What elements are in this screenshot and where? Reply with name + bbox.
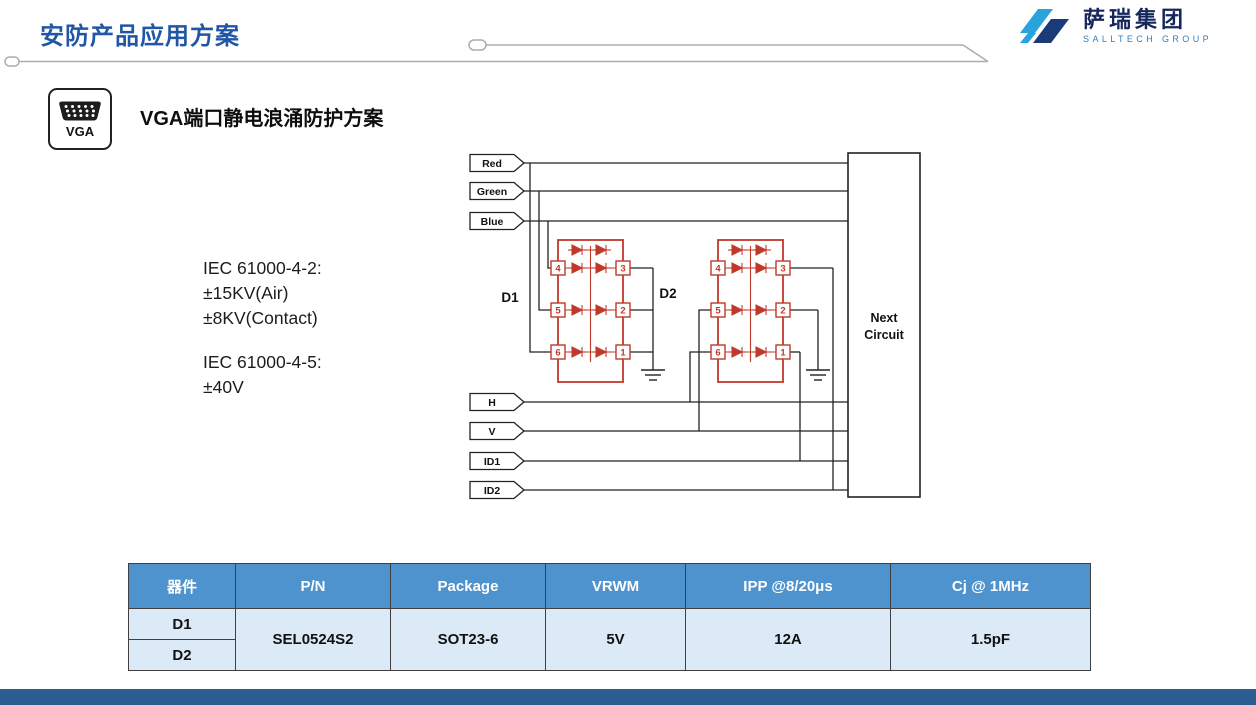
col-header-package: Package <box>390 563 546 609</box>
ground-symbol-d2 <box>805 369 831 381</box>
pin-number: 1 <box>780 348 786 359</box>
next-circuit-box: Next Circuit <box>847 152 921 498</box>
signal-tag-id1: ID1 <box>469 451 526 471</box>
col-header-ipp: IPP @8/20μs <box>685 563 891 609</box>
pin-number: 4 <box>715 264 721 275</box>
iec-esd-title: IEC 61000-4-2: <box>203 258 322 278</box>
company-name-cn: 萨瑞集团 <box>1083 7 1188 32</box>
cell-cj: 1.5pF <box>890 608 1091 671</box>
signal-label: ID1 <box>484 456 501 468</box>
footer-bar <box>0 689 1256 705</box>
signal-label: Green <box>477 186 507 198</box>
iec-esd-air: ±15KV(Air) <box>203 283 289 303</box>
iec-spec-block: IEC 61000-4-2: ±15KV(Air) ±8KV(Contact) … <box>203 256 322 400</box>
pin-number: 3 <box>620 264 625 275</box>
divider-capsule-mid <box>468 39 487 51</box>
pin-squares-d1: 4 5 6 3 2 1 <box>550 260 631 360</box>
component-label-d2: D2 <box>659 286 676 301</box>
pin-number: 2 <box>620 306 625 317</box>
vga-port-icon: VGA <box>48 88 112 150</box>
next-circuit-label-line1: Next <box>870 311 898 325</box>
iec-surge-value: ±40V <box>203 377 244 397</box>
pin-number: 5 <box>715 306 721 317</box>
signal-label: H <box>488 397 496 409</box>
col-header-device: 器件 <box>128 563 236 609</box>
cell-package: SOT23-6 <box>390 608 546 671</box>
pin-number: 6 <box>715 348 720 359</box>
pin-number: 6 <box>555 348 560 359</box>
pin-number: 5 <box>555 306 561 317</box>
header-divider-lines <box>4 39 989 67</box>
vga-icon-label: VGA <box>65 123 95 139</box>
table-row: D1 SEL0524S2 SOT23-6 5V 12A 1.5pF <box>128 608 1091 671</box>
cell-pn: SEL0524S2 <box>235 608 391 671</box>
signal-label: ID2 <box>484 485 501 497</box>
signal-tag-blue: Blue <box>469 211 526 231</box>
iec-esd-contact: ±8KV(Contact) <box>203 308 318 328</box>
col-header-cj: Cj @ 1MHz <box>890 563 1091 609</box>
page-title: 安防产品应用方案 <box>40 23 240 50</box>
wiring <box>524 162 848 491</box>
table-row: D2 <box>128 639 1091 671</box>
col-header-vrwm: VRWM <box>545 563 686 609</box>
pin-number: 2 <box>780 306 785 317</box>
iec-surge-title: IEC 61000-4-5: <box>203 352 322 372</box>
vga-connector-icon <box>59 101 101 120</box>
company-name-en: SALLTECH GROUP <box>1083 34 1212 44</box>
pin-number: 4 <box>555 264 561 275</box>
ground-symbol-d1 <box>640 369 666 381</box>
cell-vrwm: 5V <box>545 608 686 671</box>
cell-device-d1: D1 <box>128 608 236 640</box>
signal-tag-id2: ID2 <box>469 480 526 500</box>
pin-number: 3 <box>780 264 785 275</box>
circuit-diagram: Red Green Blue H V ID1 ID2 Next Ci <box>469 152 921 500</box>
signal-tag-v: V <box>469 421 526 441</box>
table-header-row: 器件 P/N Package VRWM IPP @8/20μs Cj @ 1MH… <box>128 563 1091 609</box>
col-header-pn: P/N <box>235 563 391 609</box>
component-d1: 4 5 6 3 2 1 <box>550 239 631 383</box>
company-logo-icon <box>1020 9 1070 43</box>
pin-squares-d2: 4 5 6 3 2 1 <box>710 260 791 360</box>
signal-label: V <box>488 426 495 438</box>
signal-tag-green: Green <box>469 181 526 201</box>
signal-label: Red <box>482 158 502 170</box>
section-heading: VGA端口静电浪涌防护方案 <box>140 108 384 130</box>
company-logo: 萨瑞集团 SALLTECH GROUP <box>1016 6 1212 46</box>
parts-table: 器件 P/N Package VRWM IPP @8/20μs Cj @ 1MH… <box>128 563 1091 671</box>
signal-tag-red: Red <box>469 153 526 173</box>
divider-capsule-left <box>4 56 20 67</box>
next-circuit-label-line2: Circuit <box>864 328 904 342</box>
cell-ipp: 12A <box>685 608 891 671</box>
pin-number: 1 <box>620 348 626 359</box>
component-label-d1: D1 <box>501 290 519 305</box>
cell-device-d2: D2 <box>128 639 236 671</box>
signal-tag-h: H <box>469 392 526 412</box>
signal-label: Blue <box>481 216 504 228</box>
component-d2: 4 5 6 3 2 1 <box>710 239 791 383</box>
